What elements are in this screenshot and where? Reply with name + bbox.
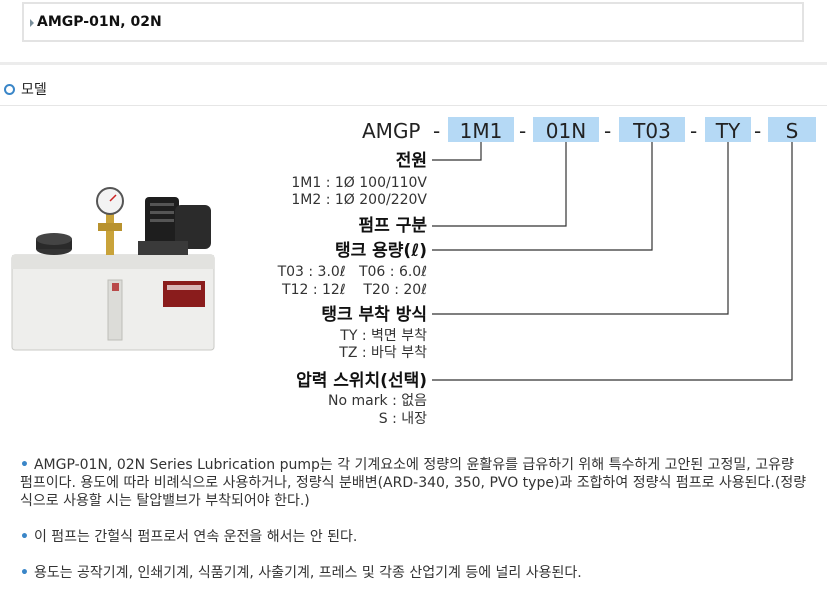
triangle-bullet-icon	[30, 19, 34, 27]
code-part-mount: TY	[715, 119, 741, 143]
group-title-switch: 압력 스위치(선택)	[296, 370, 427, 391]
description-paragraph: •이 펌프는 간헐식 펌프로서 연속 운전을 해서는 안 된다.	[20, 529, 358, 545]
group-title-tank: 탱크 용량(ℓ)	[335, 241, 427, 261]
code-box-tank	[619, 117, 685, 142]
title-box: AMGP-01N, 02N	[22, 2, 804, 42]
page-title: AMGP-01N, 02N	[37, 14, 162, 30]
group-line: 1M1 : 1Ø 100/110V	[291, 175, 427, 191]
section-title: 모델	[21, 82, 47, 98]
code-part-tank: T03	[632, 119, 671, 143]
code-dash: -	[604, 119, 611, 143]
connector-tank	[432, 142, 653, 251]
code-prefix: AMGP	[362, 119, 421, 143]
connector-mount	[432, 142, 729, 315]
code-dash: -	[690, 119, 697, 143]
connector-power	[432, 142, 482, 161]
code-dash: -	[519, 119, 526, 143]
model-code-diagram: AMGP - 1M1 - 01N - T03 - TY - S 전원 1M1 :…	[277, 117, 816, 427]
bullet-icon: •	[20, 457, 29, 473]
code-box-pump	[533, 117, 599, 142]
description-paragraph: •용도는 공작기계, 인쇄기계, 식품기계, 사출기계, 프레스 및 각종 산업…	[20, 565, 582, 581]
code-part-power: 1M1	[460, 119, 503, 143]
group-title-mount: 탱크 부착 방식	[321, 305, 427, 325]
section-heading: 모델	[4, 79, 47, 99]
code-box-mount	[705, 117, 751, 142]
group-line: S : 내장	[379, 411, 427, 427]
code-dash: -	[433, 119, 440, 143]
group-line: 1M2 : 1Ø 200/220V	[291, 192, 427, 208]
group-line: TY : 벽면 부착	[339, 328, 427, 344]
divider	[0, 62, 827, 65]
group-title-pump: 펌프 구분	[359, 216, 428, 236]
group-line: No mark : 없음	[328, 393, 427, 409]
description-paragraph: •AMGP-01N, 02N Series Lubrication pump는 …	[20, 457, 807, 509]
code-box-switch	[768, 117, 816, 142]
code-part-pump: 01N	[546, 119, 586, 143]
group-title-power: 전원	[396, 151, 427, 171]
group-line: T03 : 3.0ℓ T06 : 6.0ℓ	[277, 264, 427, 280]
code-box-power	[448, 117, 514, 142]
connector-pump	[432, 142, 567, 227]
group-line: TZ : 바닥 부착	[338, 345, 427, 361]
pump-image	[11, 187, 215, 351]
connector-switch	[432, 142, 793, 381]
bullet-icon: •	[20, 529, 29, 545]
code-part-switch: S	[786, 119, 799, 143]
bullet-icon: •	[20, 565, 29, 581]
divider-thin	[0, 105, 827, 106]
circle-bullet-icon	[4, 83, 15, 95]
group-line: T12 : 12ℓ T20 : 20ℓ	[281, 282, 427, 298]
code-dash: -	[754, 119, 761, 143]
